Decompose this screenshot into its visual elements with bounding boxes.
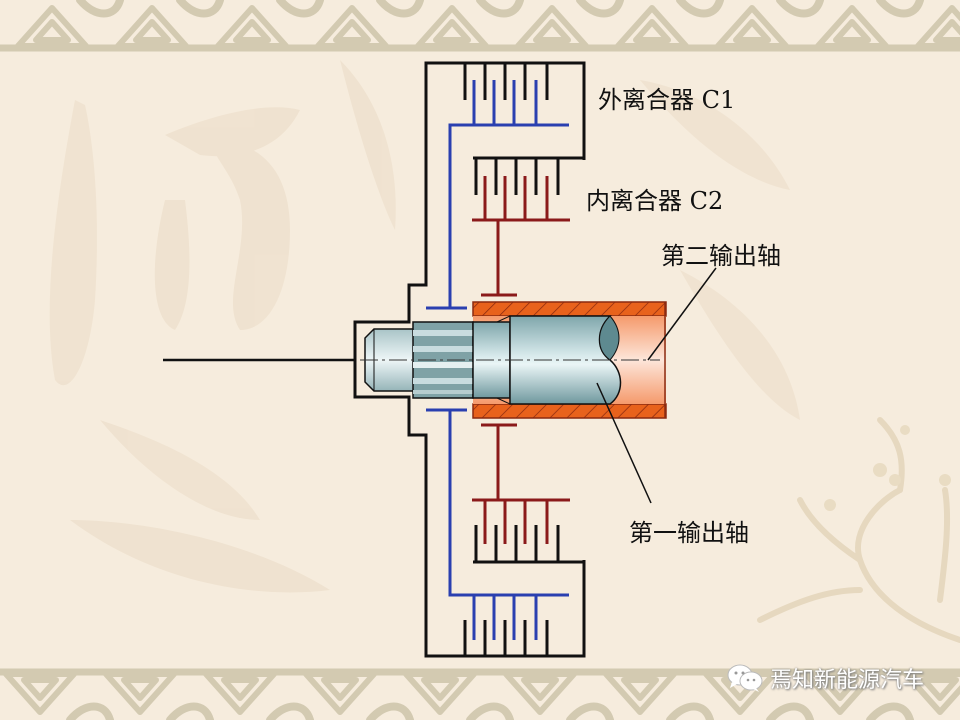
footer-credit: 焉知新能源汽车	[726, 662, 924, 694]
clutch-c2-hub	[472, 176, 570, 544]
clutch-c1-hub	[426, 80, 569, 640]
credit-text: 焉知新能源汽车	[770, 668, 925, 693]
wechat-icon	[727, 664, 763, 692]
bottom-knot-border	[0, 668, 960, 720]
label-inner-clutch-c2: 内离合器 C2	[586, 187, 724, 215]
label-outer-clutch-c1: 外离合器 C1	[598, 86, 736, 114]
leader-first-shaft	[596, 382, 652, 504]
label-first-output-shaft: 第一输出轴	[629, 519, 749, 547]
label-second-output-shaft: 第二输出轴	[661, 242, 781, 270]
top-knot-border	[0, 0, 960, 52]
leader-second-shaft	[647, 267, 717, 361]
clutch-housing	[353, 61, 586, 658]
